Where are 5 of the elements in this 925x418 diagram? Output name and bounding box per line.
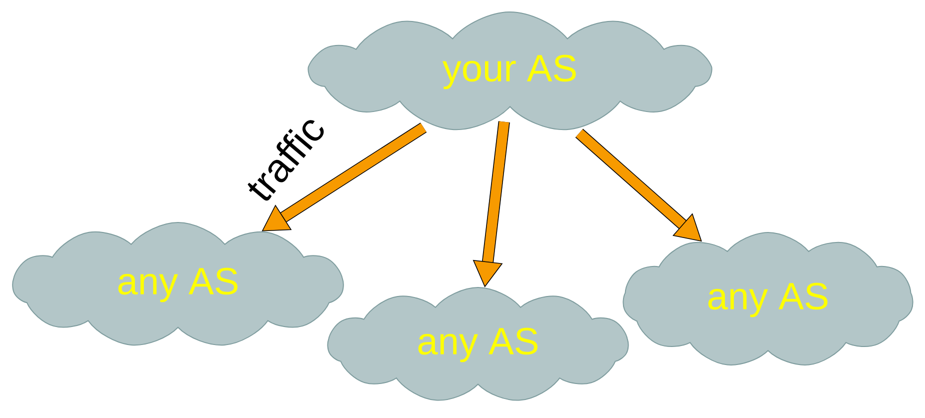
block-arrow [575,128,702,242]
cloud: any AS [12,222,344,346]
block-arrow [262,122,427,232]
cloud: any AS [327,287,629,401]
cloud: any AS [622,232,914,366]
